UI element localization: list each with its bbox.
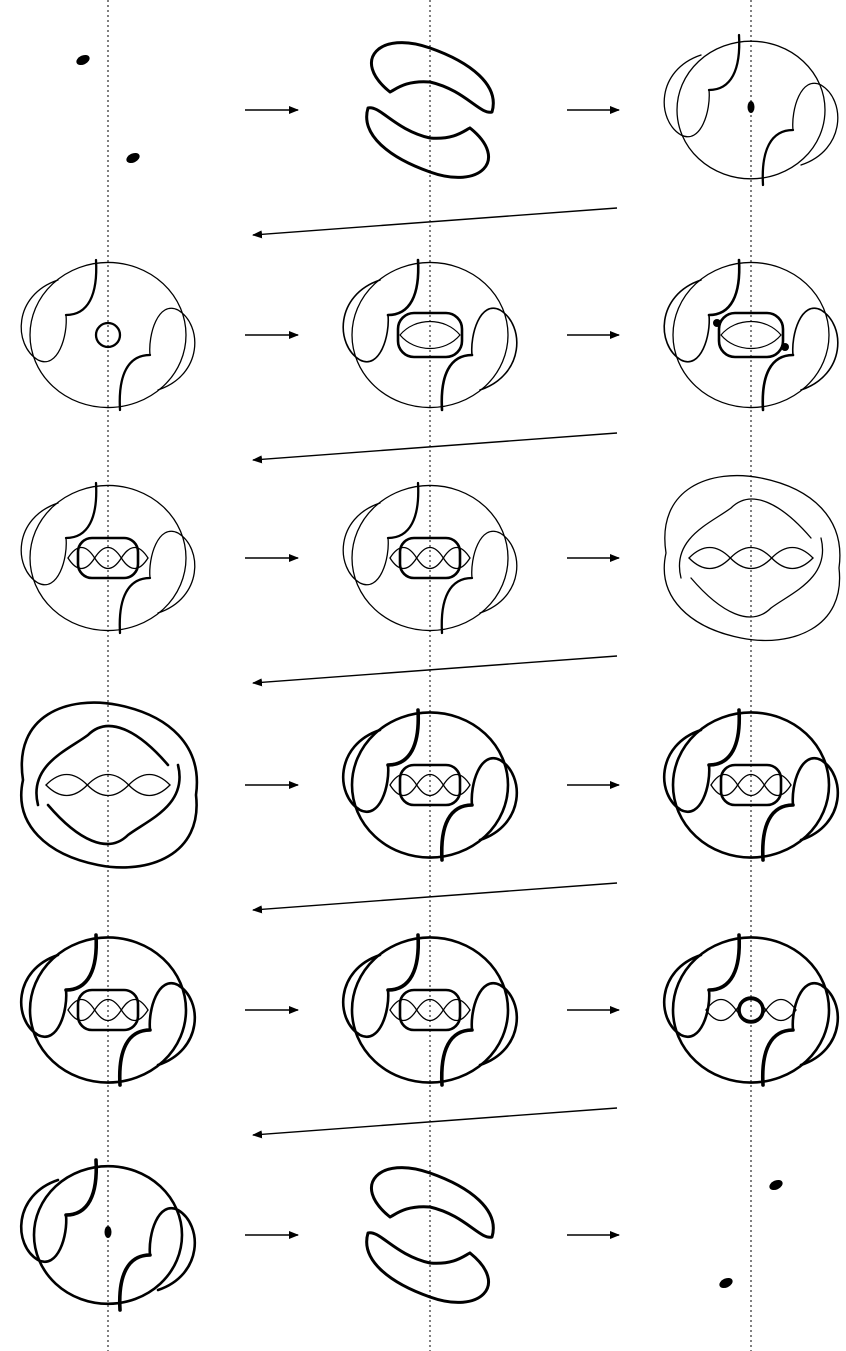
crossing-strand: [120, 355, 150, 410]
crossing-strand: [709, 935, 739, 990]
outer-ring: [352, 485, 508, 630]
frame-16: [21, 1160, 195, 1310]
arc-strand: [371, 43, 493, 113]
side-lobe: [343, 280, 388, 362]
inner-frame: [400, 538, 460, 578]
bulge: [713, 319, 721, 327]
side-lobe: [150, 531, 195, 613]
crossing-strand: [442, 578, 472, 633]
side-lobe: [472, 531, 517, 613]
side-lobe: [793, 83, 838, 165]
symmetry-axes: [108, 0, 751, 1351]
side-lobe: [664, 55, 709, 137]
crossing-strand: [388, 260, 418, 315]
side-lobe: [150, 1208, 195, 1290]
side-lobe: [150, 308, 195, 390]
frames: [21, 35, 840, 1310]
arrows: [245, 110, 619, 1235]
side-lobe: [343, 503, 388, 585]
point-dot: [75, 53, 91, 67]
return-arrow-1: [253, 208, 617, 235]
return-arrow-2: [253, 433, 617, 460]
side-lobe: [793, 308, 838, 390]
point-dot: [125, 151, 141, 165]
arc-strand: [367, 108, 489, 178]
crossing-strand: [442, 805, 472, 860]
frame-18: [718, 1178, 784, 1290]
crossing-strand: [442, 1030, 472, 1085]
inner-frame: [78, 538, 138, 578]
center-dot: [748, 101, 755, 113]
arc-strand: [371, 1168, 493, 1238]
frame-3: [664, 35, 838, 185]
crossing-strand: [66, 260, 96, 315]
bulge: [781, 343, 789, 351]
side-lobe: [664, 280, 709, 362]
crossing-strand: [442, 355, 472, 410]
side-lobe: [21, 503, 66, 585]
return-arrow-5: [253, 1108, 617, 1135]
crossing-strand: [66, 483, 96, 538]
crossing-strand: [388, 935, 418, 990]
arc-strand: [367, 1233, 489, 1303]
side-lobe: [21, 280, 66, 362]
crossing-strand: [763, 805, 793, 860]
frame-10: [21, 703, 197, 868]
side-lobe: [21, 1180, 66, 1262]
crossing-strand: [388, 483, 418, 538]
frame-9: [664, 476, 840, 641]
return-arrow-3: [253, 656, 617, 683]
crossing-strand: [120, 578, 150, 633]
crossing-strand: [709, 710, 739, 765]
point-dot: [718, 1276, 734, 1290]
center-dot: [105, 1226, 112, 1238]
crossing-strand: [120, 1030, 150, 1085]
frame-1: [75, 53, 141, 165]
crossing-strand: [66, 935, 96, 990]
return-arrow-4: [253, 883, 617, 910]
side-lobe: [472, 308, 517, 390]
crossing-strand: [709, 260, 739, 315]
point-dot: [768, 1178, 784, 1192]
outer-ring: [30, 485, 186, 630]
crossing-strand: [763, 1030, 793, 1085]
crossing-strand: [388, 710, 418, 765]
crossing-strand: [763, 355, 793, 410]
